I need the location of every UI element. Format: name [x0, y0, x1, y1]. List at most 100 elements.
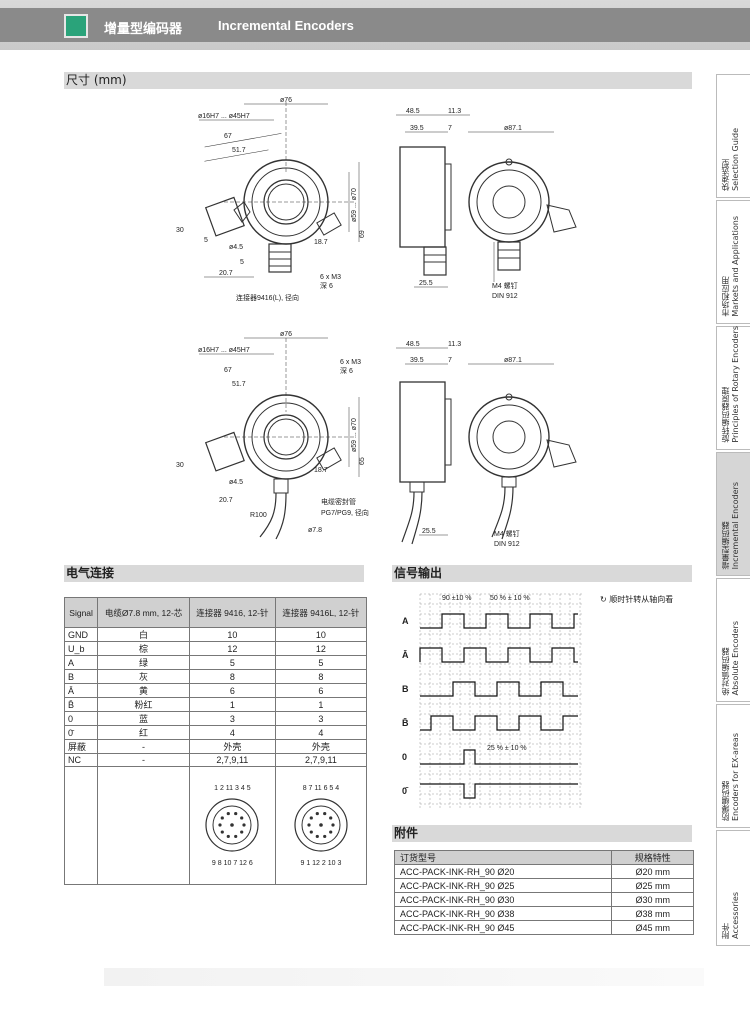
top-rear-view	[468, 131, 577, 282]
table-cell: 屏蔽	[63, 739, 99, 754]
col-signal: Signal	[63, 597, 99, 628]
section-accessories: 附件	[392, 825, 692, 842]
table-cell: B	[63, 669, 99, 684]
table-cell: 绿	[97, 655, 190, 670]
dim-bottom-gland-note2: PG7/PG9, 径向	[321, 508, 369, 517]
table-cell: Ø30 mm	[611, 892, 694, 907]
table-cell: -	[97, 753, 190, 767]
pin-labels-bottom: 9 8 10 7 12 6	[211, 859, 253, 867]
acc-col-spec: 规格特性	[611, 850, 694, 865]
dim-top-d45: ø4.5	[229, 244, 243, 251]
dim-top-d395: 39.5	[410, 125, 424, 132]
table-cell: 4	[188, 725, 276, 740]
dim-bottom-m3: 6 x M3	[340, 359, 361, 366]
dim-top-din: DIN 912	[492, 293, 518, 300]
table-cell: ACC-PACK-INK-RH_90 Ø25	[393, 878, 613, 893]
dim-top-m4: M4 螺钉	[492, 281, 518, 290]
waveform-1	[419, 647, 578, 663]
waveform-5	[420, 783, 578, 799]
table-cell: 10	[188, 627, 276, 642]
dim-top-d67: 67	[224, 133, 232, 140]
dim-top-d5: 5	[204, 237, 208, 244]
connector-pinout-icon	[294, 797, 348, 852]
dim-bottom-d187: 18.7	[314, 467, 328, 474]
table-cell: 0	[63, 711, 99, 726]
table-cell: 蓝	[97, 711, 190, 726]
dim-bottom-m3depth: 深 6	[340, 366, 353, 375]
header-title-cn: 增量型编码器	[104, 22, 183, 37]
dim-top-d187: 18.7	[314, 239, 328, 246]
table-header-row: Signal 电缆Ø7.8 mm, 12-芯 连接器 9416, 12-针 连接…	[63, 597, 368, 628]
table-cell: U_b	[63, 641, 99, 656]
channel-label: 0	[402, 752, 407, 762]
acc-col-order: 订货型号	[393, 850, 613, 865]
dim-bottom-d78: ø7.8	[308, 527, 322, 534]
dim-top-d113: 11.3	[448, 108, 461, 115]
table-cell: Ø45 mm	[611, 920, 694, 935]
signal-ann-50: 50 % ± 10 %	[490, 595, 530, 602]
pinout-cell	[63, 766, 99, 885]
col-9416L: 连接器 9416L, 12-针	[274, 597, 368, 628]
table-cell: 4	[274, 725, 368, 740]
table-cell: 外壳	[188, 739, 276, 754]
dim-top-d7: 7	[448, 125, 452, 132]
table-cell: 5	[274, 655, 368, 670]
dim-bottom-d485: 48.5	[406, 341, 420, 348]
section-dimensions: 尺寸 (mm)	[64, 72, 692, 89]
table-cell: 2,7,9,11	[274, 753, 368, 767]
table-cell: Ø20 mm	[611, 864, 694, 879]
rotation-note: ↻ 顺时针转从轴向看	[600, 594, 673, 605]
table-cell: 3	[188, 711, 276, 726]
dim-bottom-gland-note: 电缆密封管	[321, 497, 356, 506]
dim-bottom-d255: 25.5	[422, 528, 436, 535]
acc-header-row: 订货型号 规格特性	[393, 850, 694, 865]
top-side-view	[396, 114, 470, 288]
dim-bottom-d113: 11.3	[448, 341, 461, 348]
header-bar	[0, 8, 750, 42]
signal-grid	[419, 593, 582, 810]
table-cell: 8	[188, 669, 276, 684]
channel-label: 0̄	[402, 786, 409, 796]
signal-ann-25: 25 % ± 10 %	[487, 745, 527, 752]
table-cell: NC	[63, 753, 99, 767]
connector-pinout-icon	[205, 797, 259, 852]
dim-bottom-d70: ø59 ... ø70	[351, 418, 358, 452]
table-cell: 0̄	[63, 725, 99, 740]
pin-labels-bottom: 9 1 12 2 10 3	[300, 859, 342, 867]
table-cell: ACC-PACK-INK-RH_90 Ø30	[393, 892, 613, 907]
dim-bottom-d7: 7	[448, 357, 452, 364]
dim-top-d5b: 5	[240, 259, 244, 266]
table-cell: 8	[274, 669, 368, 684]
dim-top-d51: 51.7	[232, 147, 246, 154]
footer-strip	[104, 968, 704, 986]
bottom-rear-view	[468, 363, 577, 540]
table-cell: ACC-PACK-INK-RH_90 Ø20	[393, 864, 613, 879]
table-cell: 灰	[97, 669, 190, 684]
dim-bottom-r100: R100	[250, 512, 267, 519]
dim-bottom-d65: 65	[359, 457, 366, 465]
dim-top-d76: ø76	[280, 97, 292, 104]
table-cell: 3	[274, 711, 368, 726]
page-header: 增量型编码器 Incremental Encoders	[0, 0, 750, 50]
channel-label: Ā	[402, 650, 409, 660]
dim-bottom-d871: ø87.1	[504, 357, 522, 364]
table-cell: 2,7,9,11	[188, 753, 276, 767]
table-cell: 粉红	[97, 697, 190, 712]
